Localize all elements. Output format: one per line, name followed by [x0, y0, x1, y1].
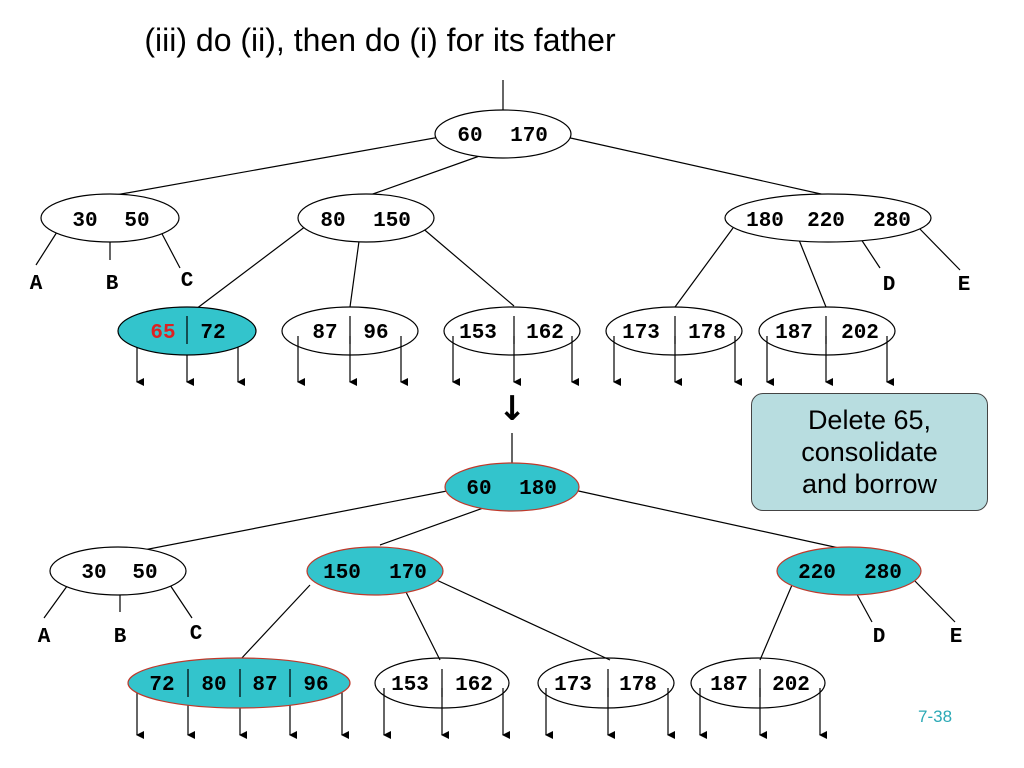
key: 30	[72, 210, 97, 233]
tree-before: 60 170 30 50 80 150 180 220 280 65 72 87	[30, 80, 971, 386]
node-before-l2-3: 153 162	[443, 306, 581, 356]
key: 30	[81, 562, 106, 585]
key: 187	[710, 674, 748, 697]
key: 80	[201, 674, 226, 697]
key: 280	[873, 210, 911, 233]
key: 187	[775, 322, 813, 345]
node-before-l2-1-highlighted: 65 72	[117, 306, 257, 356]
key: 72	[149, 674, 174, 697]
key: 170	[389, 562, 427, 585]
key: 150	[373, 210, 411, 233]
subtree-label-c: C	[190, 623, 203, 646]
node-after-l1-mid-highlighted: 150 170	[306, 546, 444, 596]
node-before-l2-2: 87 96	[281, 306, 419, 356]
key: 178	[619, 674, 657, 697]
node-after-l2-4: 187 202	[690, 657, 826, 709]
slide-title: (iii) do (ii), then do (i) for its fathe…	[144, 22, 616, 58]
subtree-label-e: E	[950, 626, 963, 649]
key: 220	[807, 210, 845, 233]
key: 162	[526, 322, 564, 345]
node-before-l1-mid: 80 150	[297, 193, 435, 243]
key: 202	[772, 674, 810, 697]
subtree-label-d: D	[883, 274, 896, 297]
key: 202	[841, 322, 879, 345]
callout-box: Delete 65, consolidate and borrow	[751, 393, 988, 511]
tree-after: 60 180 30 50 150 170 220 280 72 80 87 96	[38, 433, 963, 739]
key: 153	[459, 322, 497, 345]
key: 220	[798, 562, 836, 585]
key: 80	[320, 210, 345, 233]
tree-after-edges	[43, 433, 956, 739]
key: 153	[391, 674, 429, 697]
node-before-l2-4: 173 178	[605, 306, 743, 356]
key: 178	[688, 322, 726, 345]
key: 72	[200, 322, 225, 345]
subtree-label-d: D	[873, 626, 886, 649]
node-before-l1-left: 30 50	[40, 193, 180, 243]
key: 170	[510, 125, 548, 148]
subtree-label-e: E	[958, 274, 971, 297]
key: 87	[312, 322, 337, 345]
key: 60	[457, 125, 482, 148]
key: 180	[746, 210, 784, 233]
transition-arrow-icon: ↓	[498, 389, 527, 429]
key: 50	[124, 210, 149, 233]
node-before-l1-right: 180 220 280	[724, 193, 932, 243]
key: 150	[323, 562, 361, 585]
node-after-root-highlighted: 60 180	[444, 462, 580, 512]
deleted-key: 65	[150, 322, 175, 345]
slide-number: 7-38	[918, 707, 953, 726]
subtree-label-b: B	[106, 273, 119, 296]
node-after-l1-left: 30 50	[49, 546, 187, 596]
key: 173	[622, 322, 660, 345]
node-after-l1-right-highlighted: 220 280	[776, 546, 922, 596]
key: 60	[466, 478, 491, 501]
node-after-l2-2: 153 162	[374, 657, 510, 709]
key: 96	[363, 322, 388, 345]
node-after-l2-1-highlighted: 72 80 87 96	[127, 657, 351, 709]
node-after-l2-3: 173 178	[537, 657, 675, 709]
key: 180	[519, 478, 557, 501]
key: 50	[132, 562, 157, 585]
key: 280	[864, 562, 902, 585]
subtree-label-a: A	[30, 273, 43, 296]
key: 87	[252, 674, 277, 697]
subtree-label-a: A	[38, 626, 51, 649]
node-before-root: 60 170	[434, 109, 572, 159]
key: 173	[554, 674, 592, 697]
subtree-label-c: C	[181, 270, 194, 293]
subtree-label-b: B	[114, 626, 127, 649]
key: 162	[455, 674, 493, 697]
node-before-l2-5: 187 202	[758, 306, 896, 356]
key: 96	[303, 674, 328, 697]
